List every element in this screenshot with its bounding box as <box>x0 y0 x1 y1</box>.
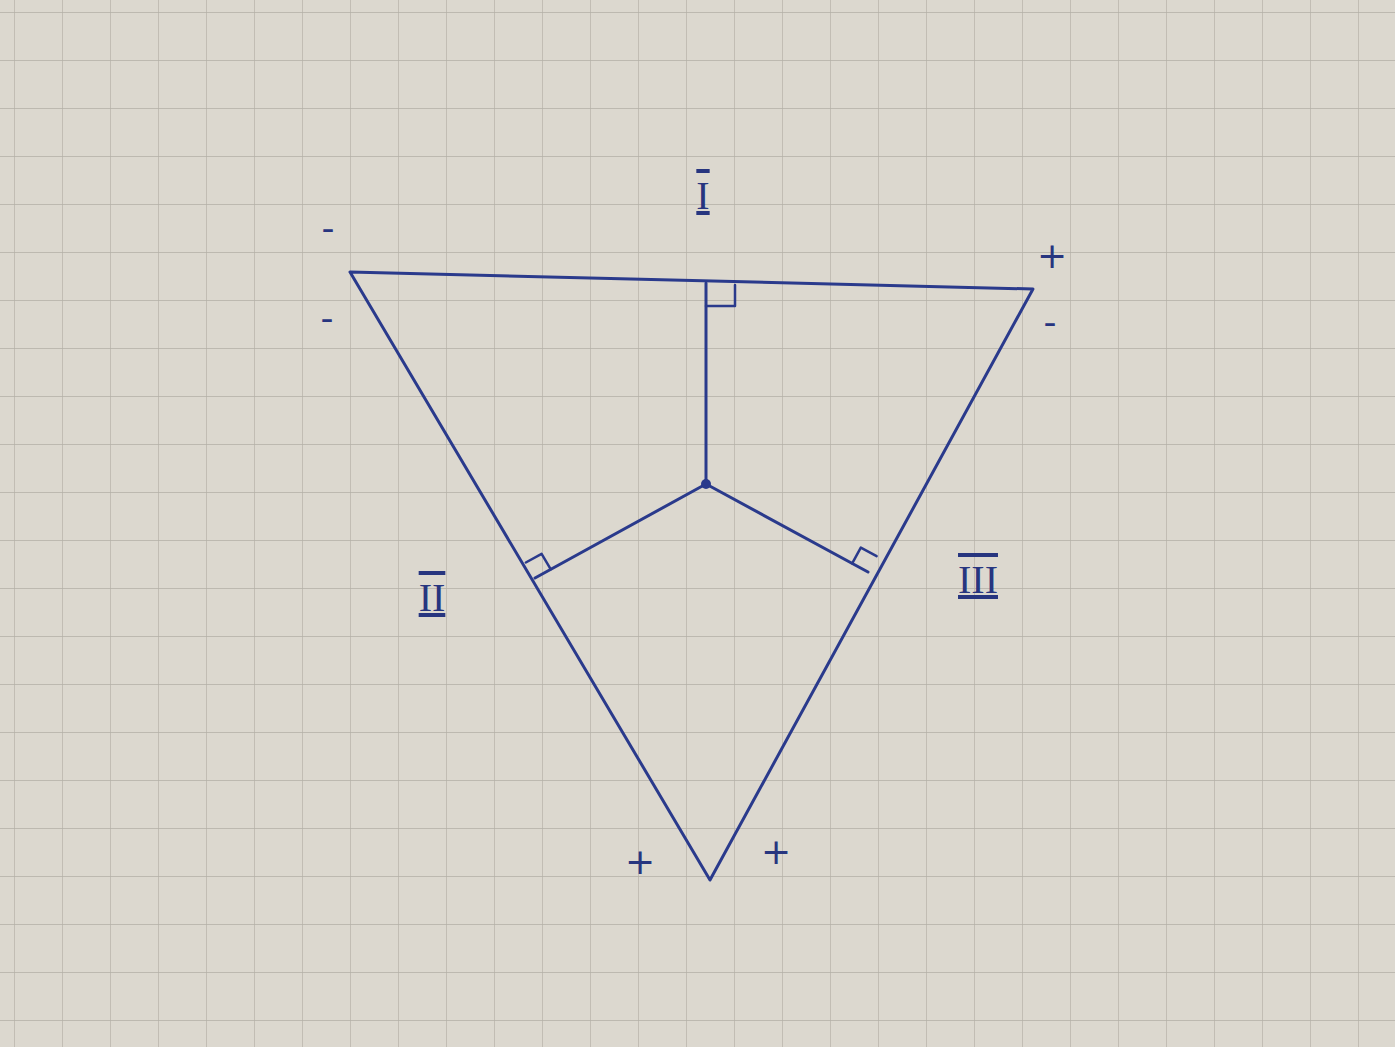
right-angle-mark <box>852 548 876 564</box>
perpendicular-line <box>535 484 706 578</box>
triangle <box>350 272 1033 880</box>
sign-label: + <box>1037 238 1067 274</box>
sign-label: - <box>322 210 335 246</box>
sign-label: + <box>625 844 655 880</box>
sign-label: + <box>761 834 791 870</box>
right-angle-mark <box>706 285 735 306</box>
right-angle-mark <box>526 554 551 570</box>
side-number: II <box>419 578 446 618</box>
side-number: III <box>958 560 998 600</box>
sign-label: - <box>1044 304 1057 340</box>
perpendicular-line <box>706 484 868 572</box>
perpendicular-line <box>705 283 708 484</box>
side-number: I <box>696 176 709 216</box>
sign-label: - <box>321 300 334 336</box>
center-point <box>701 479 711 489</box>
